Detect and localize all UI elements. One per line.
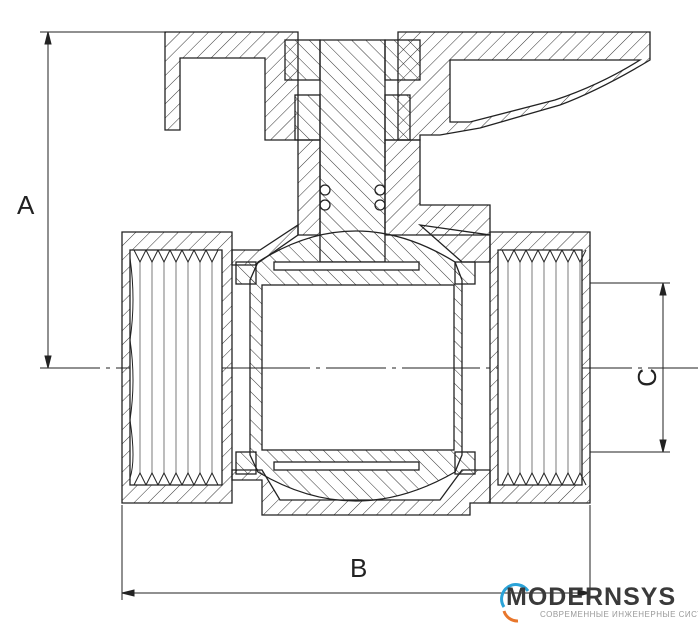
handle	[164, 31, 299, 141]
modernsys-logo: MODERNSYS СОВРЕМЕННЫЕ ИНЖЕНЕРНЫЕ СИСТЕМЫ	[498, 583, 698, 623]
dimension-c	[590, 282, 670, 453]
dimension-b	[121, 505, 591, 600]
dimension-a	[40, 31, 170, 369]
left-thread	[129, 257, 134, 479]
threads	[133, 249, 587, 486]
logo-ring-icon	[500, 583, 530, 623]
logo-name: MODERNSYS	[506, 583, 677, 611]
logo-tagline: СОВРЕМЕННЫЕ ИНЖЕНЕРНЫЕ СИСТЕМЫ	[540, 610, 698, 619]
dimension-a-label: A	[17, 190, 35, 220]
body-neck	[297, 139, 321, 236]
dimension-b-label: B	[350, 553, 368, 583]
dimension-c-label: C	[631, 368, 662, 387]
stem	[319, 39, 386, 263]
